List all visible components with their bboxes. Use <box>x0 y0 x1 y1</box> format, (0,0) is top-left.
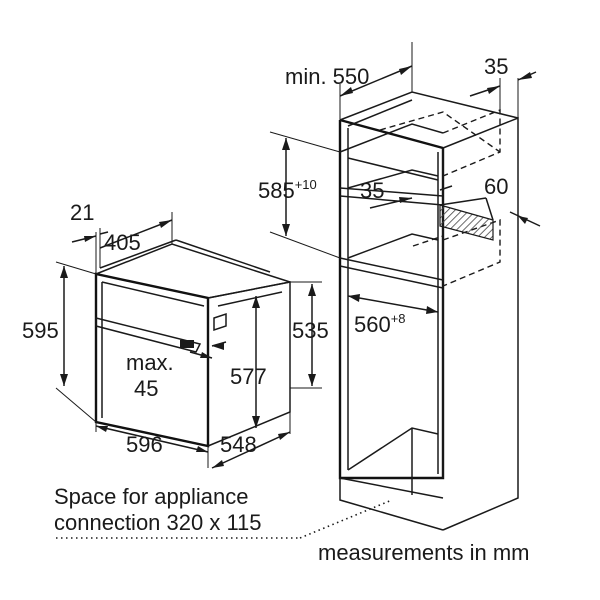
label-max-45: 45 <box>134 376 158 401</box>
label-oven-596: 596 <box>126 432 163 457</box>
label-560: 560+8 <box>354 311 406 337</box>
dimension-vent-arrow <box>509 211 541 227</box>
label-560-value: 560 <box>354 312 391 337</box>
label-oven-21: 21 <box>70 200 94 225</box>
label-oven-548: 548 <box>220 432 257 457</box>
label-560-sup: +8 <box>391 311 406 326</box>
label-585-value: 585 <box>258 178 295 203</box>
label-inner-35: 35 <box>360 178 384 203</box>
dimension-oven-548 <box>211 412 291 469</box>
dimension-oven-535 <box>290 281 322 389</box>
label-oven-405: 405 <box>104 230 141 255</box>
dimension-width-560 <box>347 294 439 314</box>
label-oven-535: 535 <box>292 318 329 343</box>
label-max: max. <box>126 350 174 375</box>
dimension-oven-21 <box>71 228 109 274</box>
dimension-oven-596 <box>95 422 209 468</box>
connection-leader <box>56 499 393 539</box>
dimension-inner-35 <box>369 185 453 209</box>
units-note: measurements in mm <box>318 540 530 565</box>
label-min-550: min. 550 <box>285 64 369 89</box>
dimension-height-585 <box>269 131 341 259</box>
dimension-oven-595 <box>55 261 97 423</box>
dimension-oven-405 <box>99 212 173 249</box>
dimension-vent-60 <box>439 197 494 221</box>
oven <box>94 239 291 448</box>
dimension-oven-577 <box>252 296 260 428</box>
space-note-line2: connection 320 x 115 <box>54 510 262 535</box>
space-note-line1: Space for appliance <box>54 484 248 509</box>
label-585-sup: +10 <box>295 177 317 192</box>
label-top-35: 35 <box>484 54 508 79</box>
dimension-max-45 <box>189 341 227 359</box>
tall-cabinet <box>338 91 519 531</box>
dimension-cabinet-depth <box>339 42 413 120</box>
label-vent-60: 60 <box>484 174 508 199</box>
dimension-top-35 <box>469 71 537 118</box>
label-oven-595: 595 <box>22 318 59 343</box>
label-585: 585+10 <box>258 177 317 203</box>
label-oven-577: 577 <box>230 364 267 389</box>
